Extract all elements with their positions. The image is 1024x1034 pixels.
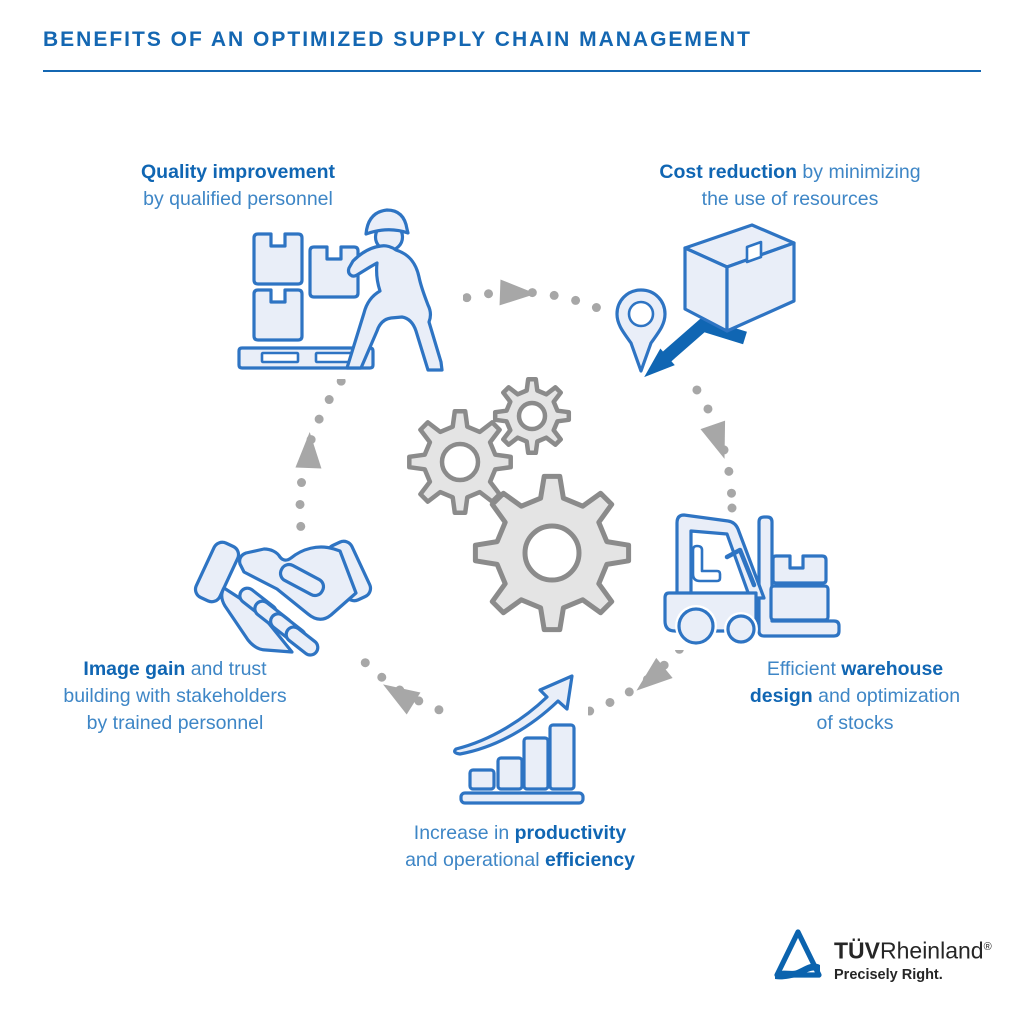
handshake-icon: [193, 539, 373, 657]
benefit-bold-text: efficiency: [544, 849, 635, 871]
logo-brand: TÜVRheinland®: [834, 934, 992, 964]
benefit-regular-text: the use of resources: [701, 188, 879, 210]
worker-stacking-boxes-icon: [237, 208, 444, 372]
logo-tagline: Precisely Right.: [834, 966, 943, 983]
benefit-label-quality-improvement: Quality improvement by qualified personn…: [78, 159, 398, 213]
flow-arrowhead-right: [700, 420, 726, 459]
benefit-regular-text: and operational: [405, 849, 545, 871]
benefit-regular-text: Increase in: [413, 822, 515, 844]
benefit-regular-text: and optimization: [812, 685, 961, 707]
logo-text: TÜVRheinland® Precisely Right.: [834, 926, 992, 983]
flow-arrowhead-left: [295, 432, 322, 469]
benefit-bold-text: Cost reduction: [659, 161, 798, 183]
title-underline: [43, 70, 981, 72]
benefit-bold-text: design: [749, 685, 813, 707]
benefit-regular-text: by qualified personnel: [143, 188, 333, 210]
forklift-icon: [663, 513, 841, 647]
flow-arrowhead-bottom-left: [383, 684, 421, 715]
tuv-triangle-icon: [774, 929, 822, 980]
package-location-route-icon: [615, 223, 796, 378]
registered-mark: ®: [983, 941, 992, 953]
dotted-cycle-circle: [295, 287, 737, 729]
growth-bar-chart-icon: [453, 674, 585, 805]
benefit-regular-text: building with stakeholders: [63, 685, 287, 707]
flow-arrowhead-top: [499, 279, 536, 306]
benefit-regular-text: by minimizing: [797, 161, 921, 183]
page-title: BENEFITS OF AN OPTIMIZED SUPPLY CHAIN MA…: [43, 28, 752, 51]
benefit-regular-text: Efficient: [766, 658, 842, 680]
logo-brand-regular: Rheinland: [880, 937, 984, 964]
benefit-label-image-gain: Image gain and trust building with stake…: [20, 656, 330, 737]
tuv-rheinland-logo: TÜVRheinland® Precisely Right.: [773, 926, 992, 984]
benefit-label-warehouse-design: Efficient warehouse design and optimizat…: [700, 656, 1010, 737]
benefit-bold-text: Quality improvement: [141, 161, 335, 183]
benefit-label-cost-reduction: Cost reduction by minimizing the use of …: [630, 159, 950, 213]
benefit-bold-text: productivity: [514, 822, 627, 844]
gears-icon: [407, 376, 632, 633]
benefit-regular-text: and trust: [185, 658, 267, 680]
benefit-label-productivity-efficiency: Increase in productivity and operational…: [360, 820, 680, 874]
benefit-bold-text: Image gain: [83, 658, 186, 680]
benefit-bold-text: warehouse: [841, 658, 944, 680]
logo-brand-bold: TÜV: [834, 937, 880, 964]
benefit-regular-text: of stocks: [816, 712, 894, 734]
flow-arrowhead-bottom-right: [636, 657, 673, 691]
benefit-regular-text: by trained personnel: [86, 712, 264, 734]
